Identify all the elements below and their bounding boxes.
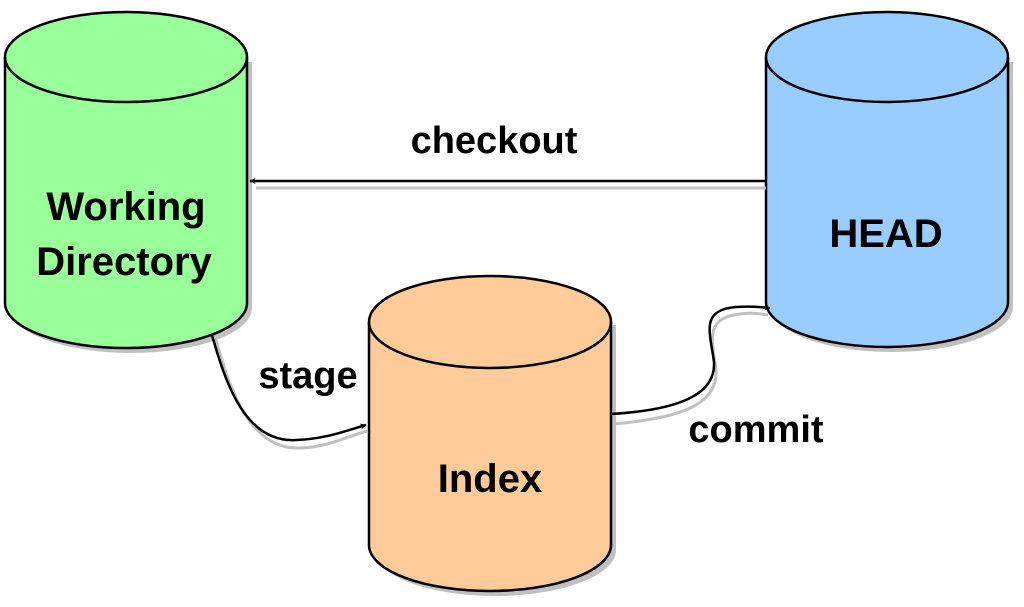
commit-edge-shadow: [613, 311, 769, 426]
stage-edge[interactable]: stage: [210, 334, 369, 450]
commit-edge[interactable]: commit: [610, 304, 824, 451]
head-label: HEAD: [829, 212, 942, 256]
stage-edge-shadow: [214, 339, 369, 450]
head-top-rim: [764, 56, 1010, 104]
working-directory-cylinder[interactable]: Working Directory: [3, 10, 252, 353]
working-directory-top-rim: [3, 56, 249, 104]
index-cylinder[interactable]: Index: [367, 274, 616, 596]
commit-label: commit: [688, 409, 823, 451]
stage-label: stage: [258, 355, 357, 397]
index-top-rim: [367, 321, 613, 370]
checkout-label: checkout: [411, 120, 578, 162]
working-directory-label-line2: Directory: [36, 240, 212, 284]
working-directory-label-line1: Working: [46, 185, 205, 229]
checkout-edge[interactable]: checkout: [249, 120, 766, 190]
index-body: [367, 274, 613, 593]
head-cylinder[interactable]: HEAD: [764, 10, 1013, 352]
stage-arrow: [210, 334, 367, 442]
head-body: [764, 10, 1010, 349]
index-label: Index: [438, 457, 542, 501]
commit-arrow: [610, 304, 771, 416]
working-directory-body: [3, 10, 249, 350]
